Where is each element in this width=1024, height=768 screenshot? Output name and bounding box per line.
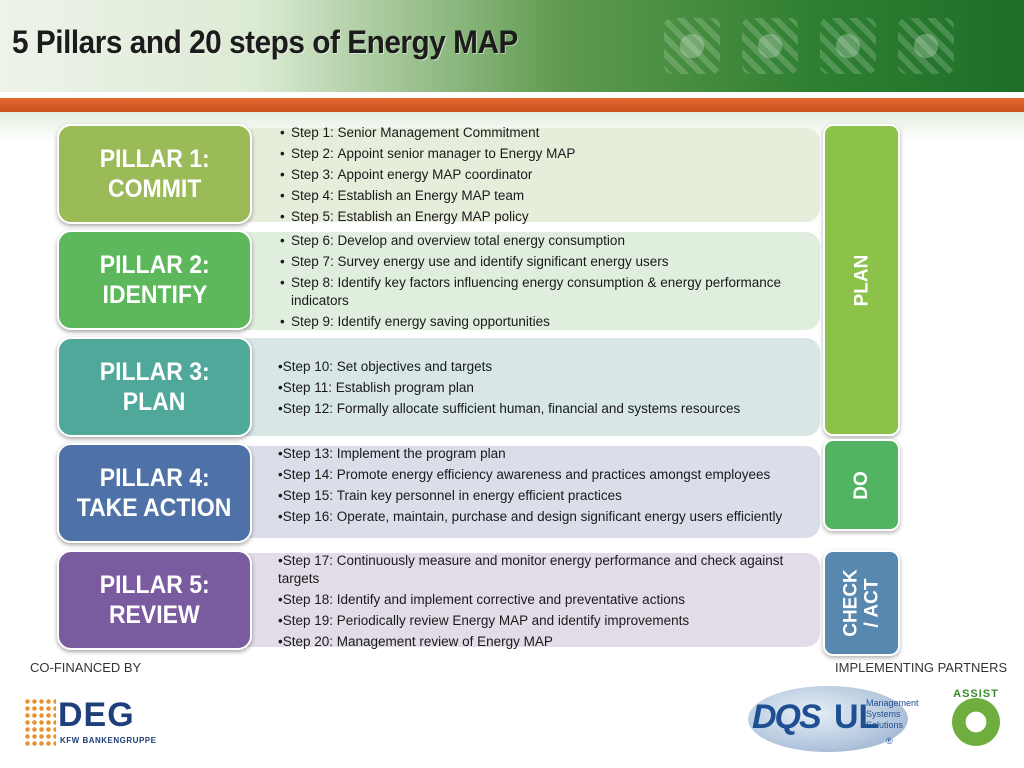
step-item: Step 6: Develop and overview total energ…: [278, 232, 798, 250]
pillar-title: IDENTIFY: [102, 281, 207, 309]
step-item: Step 19: Periodically review Energy MAP …: [278, 612, 798, 630]
pillar-title: TAKE ACTION: [77, 494, 232, 522]
step-item: Step 16: Operate, maintain, purchase and…: [278, 508, 798, 526]
pillar-number: PILLAR 4:: [99, 464, 210, 492]
step-item: Step 17: Continuously measure and monito…: [278, 552, 798, 588]
registered-mark: ®: [886, 736, 893, 746]
pillar-number: PILLAR 2:: [99, 251, 210, 279]
steps-list-plan: Step 10: Set objectives and targets Step…: [278, 358, 798, 421]
step-item: Step 3: Appoint energy MAP coordinator: [278, 166, 798, 184]
step-item: Step 8: Identify key factors influencing…: [278, 274, 798, 310]
step-item: Step 4: Establish an Energy MAP team: [278, 187, 798, 205]
header-decoration: [664, 18, 984, 78]
phase-do: DO: [823, 439, 900, 531]
steps-list-take-action: Step 13: Implement the program plan Step…: [278, 445, 798, 529]
pillar-take-action: PILLAR 4: TAKE ACTION: [57, 443, 252, 543]
step-item: Step 18: Identify and implement correcti…: [278, 591, 798, 609]
ul-logo: UL: [834, 698, 880, 736]
ul-line: Systems: [866, 709, 901, 719]
pillar-commit: PILLAR 1: COMMIT: [57, 124, 252, 224]
pillar-number: PILLAR 3:: [99, 358, 210, 386]
pillar-title: REVIEW: [109, 601, 200, 629]
pillar-number: PILLAR 5:: [99, 571, 210, 599]
deg-dots-icon: [24, 698, 56, 746]
partner-logos: DQS UL Management Systems Solutions ® AS…: [748, 684, 1013, 760]
step-item: Step 11: Establish program plan: [278, 379, 798, 397]
pillar-title: PLAN: [123, 388, 186, 416]
header-banner: [0, 0, 1024, 95]
ul-line: Solutions: [866, 720, 904, 730]
deg-logo: DEG KFW BANKENGRUPPE: [24, 692, 164, 752]
assist-logo: ASSIST: [948, 688, 1004, 752]
divider: [0, 92, 1024, 98]
ul-line: Management: [866, 698, 919, 708]
phase-check-act: CHECK / ACT: [823, 550, 900, 656]
step-item: Step 10: Set objectives and targets: [278, 358, 798, 376]
step-item: Step 12: Formally allocate sufficient hu…: [278, 400, 798, 418]
page-title: 5 Pillars and 20 steps of Energy MAP: [12, 24, 518, 60]
steps-list-identify: Step 6: Develop and overview total energ…: [278, 232, 798, 334]
steps-list-review: Step 17: Continuously measure and monito…: [278, 552, 798, 654]
phase-label: CHECK / ACT: [840, 569, 883, 637]
step-item: Step 7: Survey energy use and identify s…: [278, 253, 798, 271]
assist-name: ASSIST: [953, 688, 999, 700]
deg-subtitle: KFW BANKENGRUPPE: [60, 736, 157, 745]
pillar-number: PILLAR 1:: [99, 145, 210, 173]
assist-emblem-icon: [952, 698, 1000, 746]
ul-subtitle: Management Systems Solutions: [866, 698, 919, 731]
phase-label: DO: [851, 470, 872, 500]
step-item: Step 13: Implement the program plan: [278, 445, 798, 463]
phase-label: PLAN: [850, 254, 872, 306]
cofinanced-label: CO-FINANCED BY: [30, 660, 142, 675]
globe-icon: [748, 686, 908, 752]
step-item: Step 9: Identify energy saving opportuni…: [278, 313, 798, 331]
orange-stripe: [0, 98, 1024, 112]
phase-plan: PLAN: [823, 124, 900, 436]
step-item: Step 1: Senior Management Commitment: [278, 124, 798, 142]
step-item: Step 2: Appoint senior manager to Energy…: [278, 145, 798, 163]
step-item: Step 5: Establish an Energy MAP policy: [278, 208, 798, 226]
dqs-logo: DQS: [752, 698, 822, 736]
pillar-review: PILLAR 5: REVIEW: [57, 550, 252, 650]
step-item: Step 15: Train key personnel in energy e…: [278, 487, 798, 505]
step-item: Step 14: Promote energy efficiency aware…: [278, 466, 798, 484]
step-item: Step 20: Management review of Energy MAP: [278, 633, 798, 651]
partners-label: IMPLEMENTING PARTNERS: [835, 660, 1008, 675]
steps-list-commit: Step 1: Senior Management Commitment Ste…: [278, 124, 798, 229]
deg-name: DEG: [58, 696, 135, 734]
pillar-identify: PILLAR 2: IDENTIFY: [57, 230, 252, 330]
pillar-plan: PILLAR 3: PLAN: [57, 337, 252, 437]
pillar-title: COMMIT: [107, 175, 202, 203]
